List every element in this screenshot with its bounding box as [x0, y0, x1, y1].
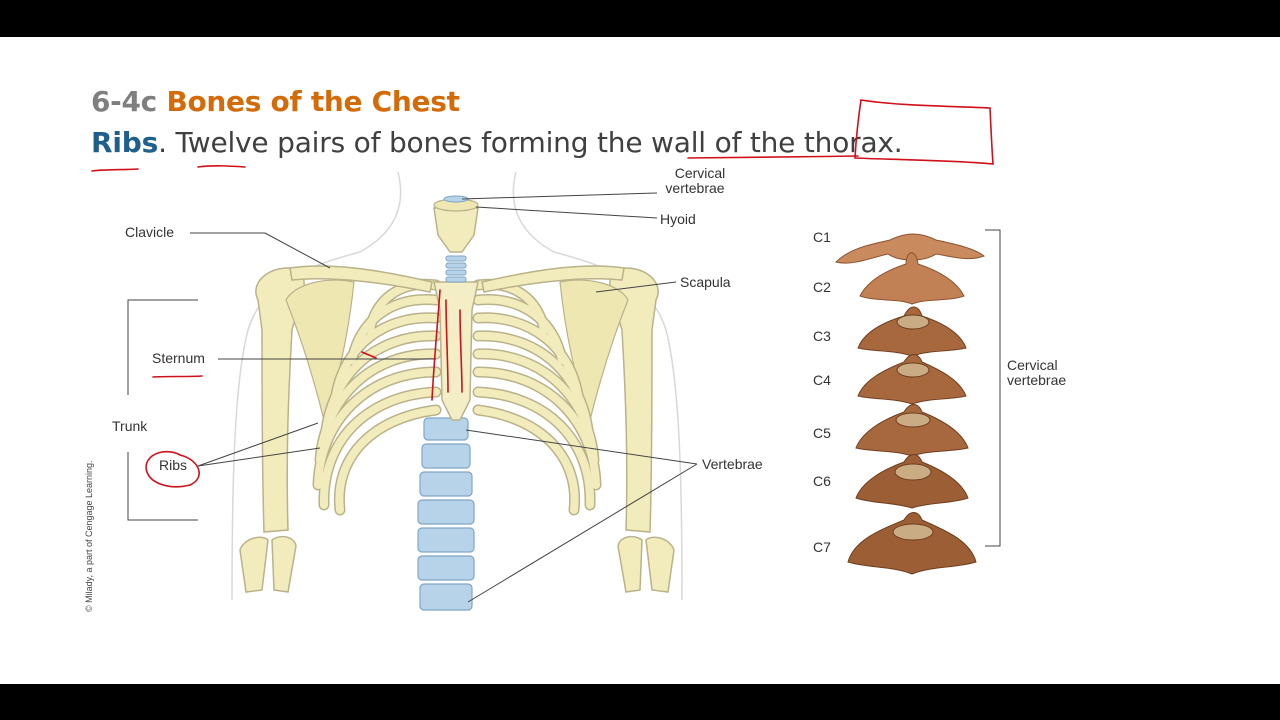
sternum-bone — [433, 281, 479, 421]
clavicle-right — [481, 265, 625, 293]
letterbox-bottom — [0, 684, 1280, 720]
sternum-mark-1 — [431, 289, 441, 401]
sternum-mark-4 — [361, 351, 377, 359]
humerus-right — [609, 267, 675, 593]
label-trunk: Trunk — [112, 418, 148, 434]
label-c3: C3 — [813, 328, 831, 344]
rib-cage-fill — [314, 280, 600, 514]
section-number: 6-4c — [91, 85, 157, 118]
label-hyoid: Hyoid — [660, 211, 696, 227]
red-annotations — [91, 99, 994, 488]
label-ribs: Ribs — [159, 457, 187, 473]
vertebra-c2 — [859, 252, 965, 305]
leader-lines — [127, 192, 1001, 603]
slide-heading: 6-4c Bones of the Chest — [91, 85, 460, 118]
box-thorax — [854, 99, 994, 165]
scapula-left — [285, 279, 355, 423]
section-title: Bones of the Chest — [166, 85, 460, 118]
vertebra-c7 — [847, 512, 977, 575]
letterbox-top — [0, 0, 1280, 37]
clavicle-left — [289, 265, 433, 293]
label-cervical-vertebrae-1: Cervical — [675, 165, 726, 181]
label-c5: C5 — [813, 425, 831, 441]
larynx — [433, 207, 479, 253]
underline-twelve — [197, 165, 246, 168]
circle-ribs-label — [145, 451, 200, 488]
vertebral-column — [417, 417, 475, 611]
vertebra-c3 — [857, 306, 967, 357]
label-c2: C2 — [813, 279, 831, 295]
definition-line: Ribs. Twelve pairs of bones forming the … — [91, 126, 903, 159]
label-c6: C6 — [813, 473, 831, 489]
sternum-mark-3 — [459, 309, 463, 393]
vertebra-c6 — [855, 454, 969, 509]
label-scapula: Scapula — [680, 274, 731, 290]
underline-sternum-label — [152, 375, 203, 378]
vertebra-c4 — [857, 354, 967, 405]
definition-text: . Twelve pairs of bones forming the wall… — [158, 126, 903, 159]
sternum-mark-2 — [445, 299, 449, 393]
label-vertebrae: Vertebrae — [702, 456, 763, 472]
underline-ribs-term — [91, 168, 139, 172]
definition-term: Ribs — [91, 126, 159, 159]
trachea — [445, 255, 467, 283]
label-c7: C7 — [813, 539, 831, 555]
label-cervical-group-2: vertebrae — [1007, 372, 1066, 388]
underline-wall-of-the — [687, 155, 859, 159]
label-sternum: Sternum — [152, 350, 205, 366]
label-clavicle: Clavicle — [125, 224, 174, 240]
image-credit: © Milady, a part of Cengage Learning. — [84, 460, 94, 612]
vertebra-c5 — [855, 404, 969, 457]
label-cervical-group-1: Cervical — [1007, 357, 1058, 373]
scapula-right — [559, 279, 629, 423]
label-cervical-vertebrae-2: vertebrae — [665, 180, 724, 196]
label-c4: C4 — [813, 372, 831, 388]
label-c1: C1 — [813, 229, 831, 245]
vertebra-c1 — [835, 233, 986, 264]
humerus-left — [239, 267, 305, 593]
